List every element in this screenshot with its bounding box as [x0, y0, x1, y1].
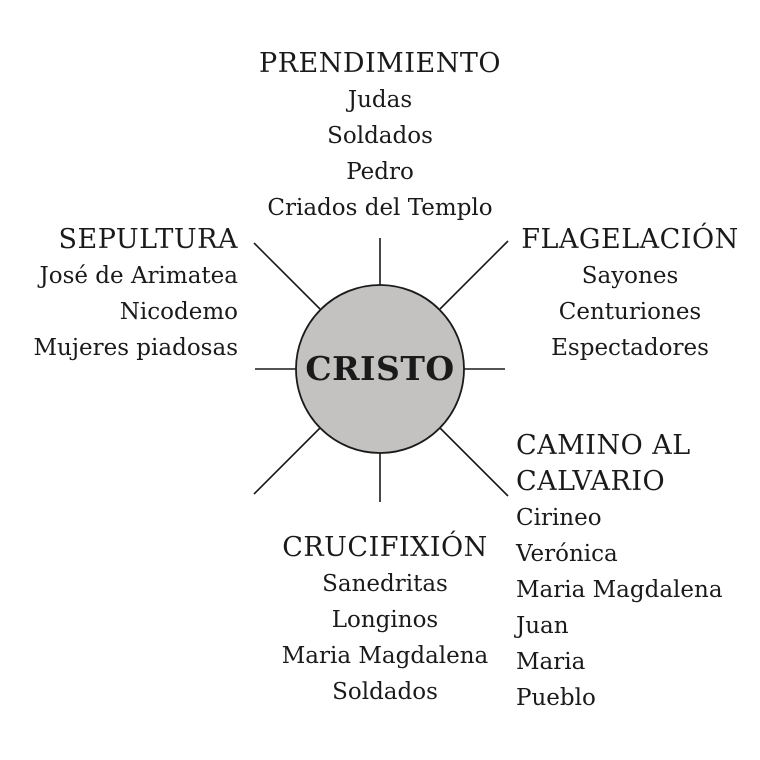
group-flagelacion: FLAGELACIÓN Sayones Centuriones Espectad…	[490, 222, 760, 366]
list-item: Judas	[347, 87, 413, 113]
center-label: CRISTO	[305, 348, 455, 388]
list-item: Sanedritas	[322, 571, 448, 597]
ray-bottom-left	[253, 427, 321, 495]
group-title-line-2: CALVARIO	[516, 466, 666, 497]
list-item: Sayones	[581, 263, 679, 289]
group-title: FLAGELACIÓN	[521, 224, 739, 255]
ray-top-left	[253, 242, 321, 310]
list-item: Cirineo	[516, 505, 602, 531]
list-item: Maria Magdalena	[516, 577, 723, 603]
list-item: José de Arimatea	[39, 263, 239, 289]
group-title: CRUCIFIXIÓN	[282, 532, 488, 563]
group-title-line-1: CAMINO AL	[516, 430, 691, 461]
list-item: Longinos	[331, 607, 439, 633]
group-prendimiento: PRENDIMIENTO Judas Soldados Pedro Criado…	[230, 46, 530, 226]
list-item: Criados del Templo	[267, 195, 493, 221]
list-item: Centuriones	[558, 299, 702, 325]
list-item: Pueblo	[516, 685, 596, 711]
ray-bottom-right	[439, 427, 509, 497]
group-title: PRENDIMIENTO	[259, 48, 501, 79]
list-item: Verónica	[516, 541, 618, 567]
list-item: Juan	[516, 613, 569, 639]
group-crucifixion: CRUCIFIXIÓN Sanedritas Longinos Maria Ma…	[235, 530, 535, 710]
list-item: Maria Magdalena	[281, 643, 489, 669]
list-item: Maria	[516, 649, 586, 675]
list-item: Soldados	[327, 123, 433, 149]
list-item: Espectadores	[551, 335, 709, 361]
ray-top-right	[439, 240, 509, 310]
list-item: Pedro	[346, 159, 414, 185]
group-sepultura: SEPULTURA José de Arimatea Nicodemo Muje…	[10, 222, 238, 366]
list-item: Soldados	[332, 679, 438, 705]
center-circle	[295, 284, 465, 454]
list-item: Nicodemo	[119, 299, 238, 325]
group-camino-al-calvario: CAMINO AL CALVARIO Cirineo Verónica Mari…	[516, 428, 756, 716]
group-title: SEPULTURA	[58, 224, 238, 255]
list-item: Mujeres piadosas	[33, 335, 238, 361]
